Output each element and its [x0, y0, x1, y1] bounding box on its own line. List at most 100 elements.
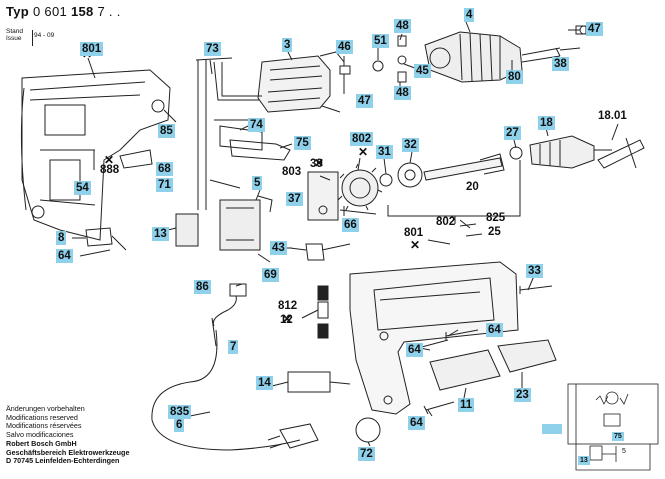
typ-word: Typ	[6, 4, 30, 19]
footer-line: Modifications réservées	[6, 421, 82, 431]
field-coil	[257, 55, 331, 113]
callout-plain: 802	[436, 216, 456, 228]
callout: 6	[174, 418, 185, 432]
spindle	[423, 157, 503, 181]
chuck-key	[597, 137, 645, 169]
cross-mark: ✕	[314, 156, 325, 170]
typ-number-regular: 0 601	[32, 4, 68, 19]
round-disc	[355, 417, 381, 443]
stand-date: 94 - 09	[34, 32, 55, 39]
callout: 5	[252, 176, 263, 190]
callout: 835	[168, 405, 192, 419]
callout: 13	[152, 227, 169, 241]
issue-label: Issue	[6, 35, 22, 42]
callout: 8	[56, 231, 67, 245]
cross-mark: ✕	[282, 312, 293, 326]
callout: 51	[372, 34, 389, 48]
callout: 69	[262, 268, 279, 282]
callout: 68	[156, 162, 173, 176]
handle-housing	[349, 261, 519, 415]
footer-company: Robert Bosch GmbH	[6, 438, 77, 448]
schematic-label: 75	[612, 432, 624, 441]
callout: 32	[402, 138, 419, 152]
side-cover-23	[497, 339, 557, 373]
callout-plain: 888	[100, 164, 120, 176]
mains-plug	[267, 423, 319, 449]
stand-issue-labels: Stand Issue	[6, 28, 23, 42]
callout-plain: 39	[310, 158, 323, 170]
drill-chuck	[529, 135, 595, 169]
callout: 11	[458, 398, 475, 412]
callout: 23	[514, 388, 531, 402]
callout: 64	[56, 249, 73, 263]
cross-mark: ✕	[410, 238, 421, 252]
callout: 48	[394, 86, 411, 100]
typ-number-bold: 158	[70, 4, 94, 19]
callout: 802	[350, 132, 374, 146]
carbon-brush	[317, 285, 329, 301]
callout: 80	[506, 70, 523, 84]
footer-address: D 70745 Leinfelden-Echterdingen	[6, 456, 120, 466]
callout: 14	[256, 376, 273, 390]
callout: 48	[394, 19, 411, 33]
callout: 27	[504, 126, 521, 140]
type-header: Typ 0 601 158 7 . .	[6, 4, 121, 19]
stand-label: Stand	[6, 28, 23, 35]
gear-wheel	[341, 169, 379, 207]
callout: 66	[342, 218, 359, 232]
callout: 73	[204, 42, 221, 56]
callout: 45	[414, 64, 431, 78]
footer-line: Modifications reserved	[6, 412, 78, 422]
callout-plain: 25	[488, 226, 501, 238]
footer-division: Geschäftsbereich Elektrowerkzeuge	[6, 447, 130, 457]
callout: 64	[486, 323, 503, 337]
legend-swatch	[542, 424, 562, 434]
callout-plain: 803	[282, 166, 302, 178]
callout: 75	[294, 136, 311, 150]
suppressor	[175, 213, 199, 247]
schematic-label: 13	[578, 456, 590, 465]
callout: 37	[286, 192, 303, 206]
callout-plain: 12	[280, 314, 293, 326]
callout: 64	[408, 416, 425, 430]
mains-cable	[151, 329, 301, 451]
side-cover-11	[429, 349, 501, 391]
cross-mark: ✕	[104, 153, 115, 167]
cross-mark: ✕	[358, 145, 369, 159]
footer-notes: Änderungen vorbehalten Modifications res…	[6, 404, 130, 466]
callout: 64	[406, 343, 423, 357]
schematic-label: 5	[622, 448, 626, 455]
callout: 33	[526, 264, 543, 278]
callout: 3	[282, 38, 293, 52]
callout: 31	[376, 145, 393, 159]
callout-plain: 18.01	[598, 110, 627, 122]
callout-plain: 812	[278, 300, 298, 312]
callout: 18	[538, 116, 555, 130]
callout: 85	[158, 124, 175, 138]
callout: 74	[248, 118, 265, 132]
footer-line: Salvo modificaciones	[6, 430, 74, 440]
callout: 47	[356, 94, 373, 108]
callout: 47	[586, 22, 603, 36]
callout: 43	[270, 241, 287, 255]
callout: 4	[464, 8, 475, 22]
footer-line: Änderungen vorbehalten	[6, 404, 85, 413]
callout: 54	[74, 181, 91, 195]
callout: 71	[156, 178, 173, 192]
typ-suffix: 7 . .	[97, 4, 121, 19]
callout: 86	[194, 280, 211, 294]
callout: 38	[552, 57, 569, 71]
callout: 801	[80, 42, 104, 56]
callout: 46	[336, 40, 353, 54]
brush-holder	[307, 171, 339, 221]
callout-plain: 825	[486, 212, 506, 224]
wiring-schematic	[567, 383, 659, 471]
callout: 7	[228, 340, 239, 354]
type-number-line: Typ 0 601 158 7 . .	[6, 4, 121, 19]
callout-plain: 20	[466, 181, 479, 193]
callout: 72	[358, 447, 375, 461]
callout-plain: 801	[404, 227, 424, 239]
stand-divider	[32, 30, 33, 46]
housing-shell-left	[21, 69, 171, 241]
